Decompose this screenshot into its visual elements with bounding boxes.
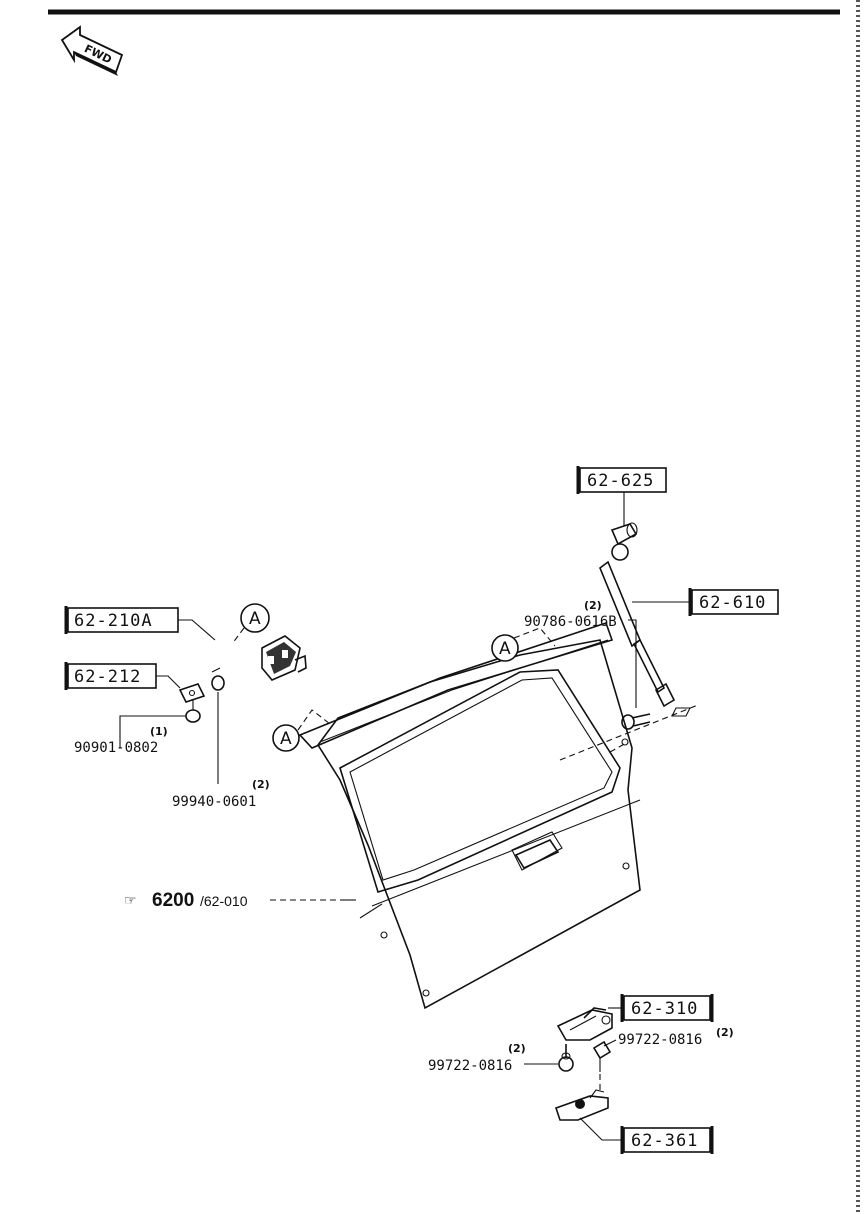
fwd-arrow-icon: FWD — [60, 25, 124, 76]
part-number-label: 90786-0616B — [524, 614, 617, 630]
lower-bolt-left-icon — [558, 1044, 574, 1072]
view-marker-a-left: A — [272, 709, 331, 752]
qty-label: (2) — [508, 1042, 526, 1055]
lower-bolt-right-label: 99722-0816 (2) — [603, 1026, 734, 1048]
view-marker-a-center: A — [491, 627, 556, 662]
lower-bolt-right-icon — [592, 1040, 612, 1072]
gas-spring-icon — [599, 543, 676, 708]
reference-sub: /62-010 — [200, 893, 248, 909]
striker-icon — [554, 1089, 609, 1121]
qty-label: (2) — [252, 778, 270, 791]
gas-spring-bolt-label: (2) 90786-0616B — [524, 599, 637, 708]
hinge-bolt-icon — [211, 667, 225, 691]
hinge-nut-icon — [185, 700, 201, 723]
ball-stud-icon — [610, 522, 638, 546]
liftgate-panel — [298, 621, 699, 1010]
callout-62-212: 62-212 — [74, 667, 141, 687]
callout-62-625: 62-625 — [587, 471, 654, 491]
lower-hinge-callout: 62-310 — [608, 994, 714, 1022]
striker-callout: 62-361 — [579, 1117, 714, 1154]
reference-label: ☞ 6200 /62-010 — [124, 890, 356, 911]
hinge-washer-callout: 62-212 — [64, 662, 181, 690]
part-number-label: 99722-0816 — [428, 1058, 512, 1074]
callout-62-361: 62-361 — [631, 1131, 698, 1151]
part-number-label: 99722-0816 — [618, 1032, 702, 1048]
view-marker-label: A — [249, 609, 261, 629]
part-number-label: 90901-0802 — [74, 740, 158, 756]
reference-symbol-icon: ☞ — [124, 892, 137, 908]
lower-bolt-left-label: (2) 99722-0816 — [428, 1042, 558, 1074]
qty-label: (2) — [716, 1026, 734, 1039]
view-marker-a-hinge: A — [231, 603, 270, 645]
callout-62-310: 62-310 — [631, 999, 698, 1019]
view-marker-label: A — [499, 639, 511, 659]
hinge-bolt-label: (2) 99940-0601 — [172, 692, 270, 810]
qty-label: (2) — [584, 599, 602, 612]
hinge-nut-label: (1) 90901-0802 — [74, 715, 186, 756]
bolt-icon — [621, 707, 691, 730]
callout-62-210A: 62-210A — [74, 611, 153, 631]
hinge-icon — [261, 635, 307, 681]
part-number-label: 99940-0601 — [172, 794, 256, 810]
qty-label: (1) — [150, 725, 168, 738]
reference-group: 6200 — [152, 890, 194, 911]
gas-spring-bracket-callout: 62-625 — [576, 466, 667, 526]
view-marker-label: A — [280, 729, 292, 749]
hinge-callout: 62-210A — [64, 606, 216, 641]
gas-spring-callout: 62-610 — [632, 588, 779, 616]
washer-icon — [178, 683, 206, 703]
lower-hinge-icon — [556, 1007, 613, 1041]
callout-62-610: 62-610 — [699, 593, 766, 613]
